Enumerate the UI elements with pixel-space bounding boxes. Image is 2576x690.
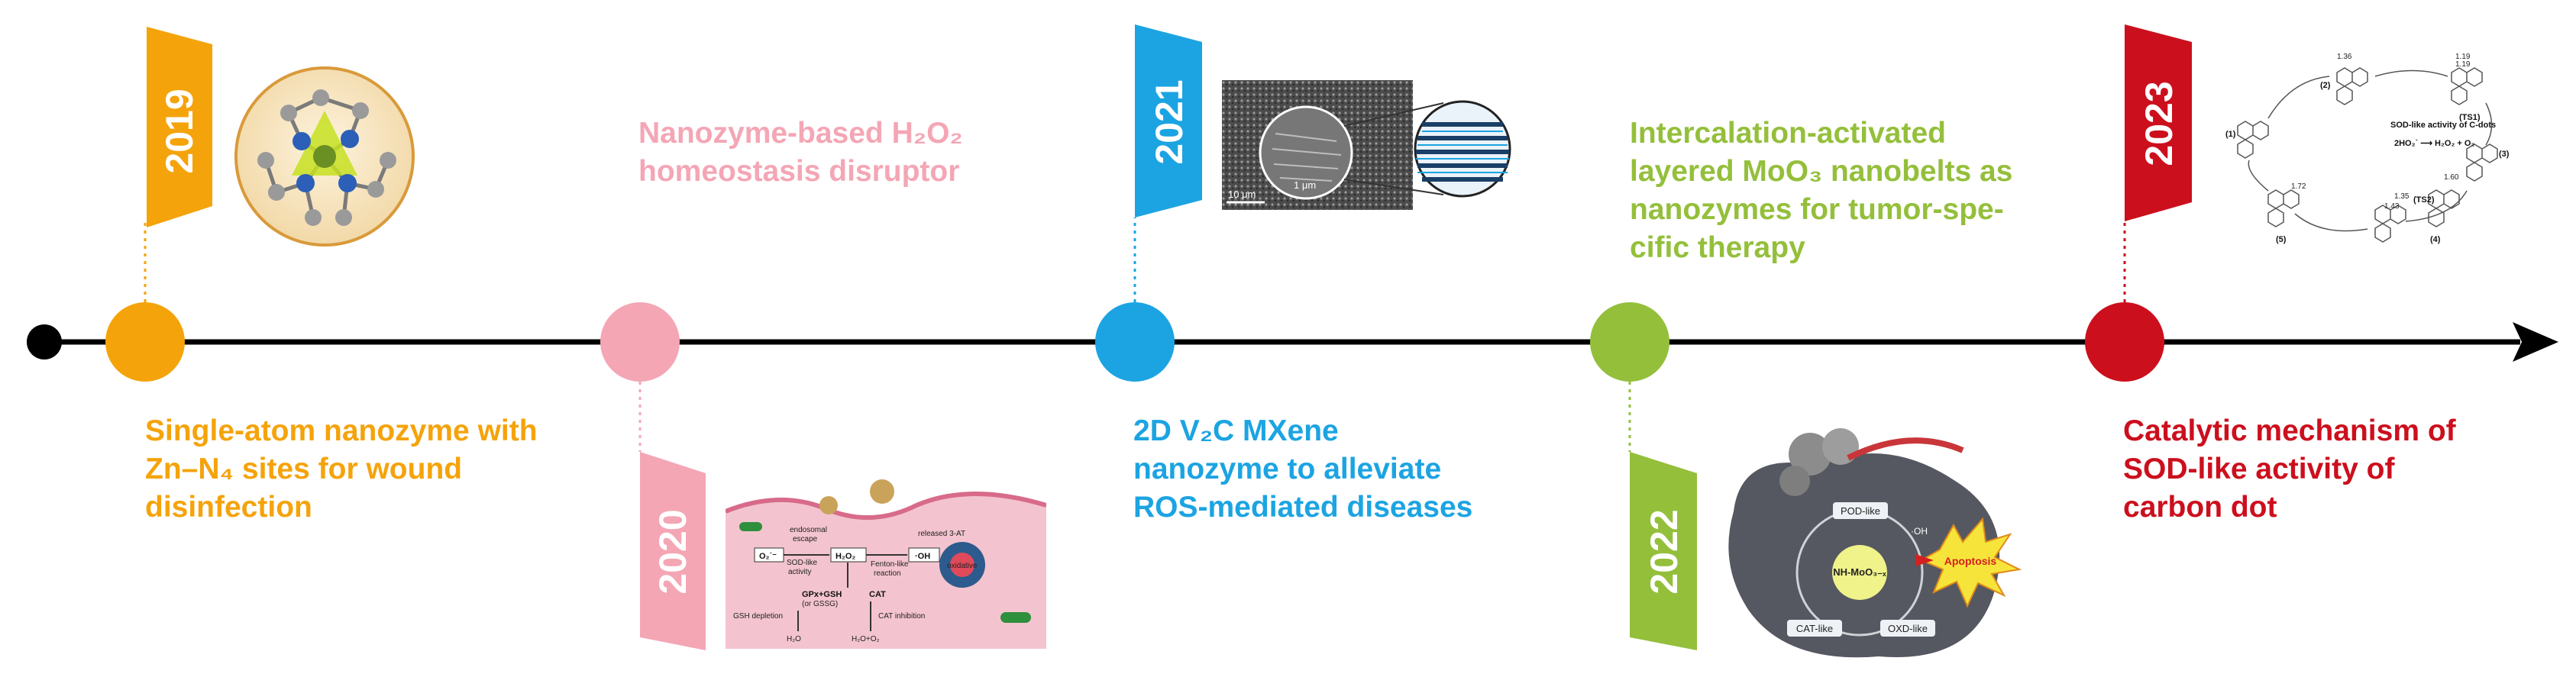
caption-2021-line2: nanozyme to alleviate — [1133, 453, 1442, 485]
panel-2023-cycle: SOD-like activity of C-dots 2HO₂˙ ⟶ H₂O₂… — [2225, 53, 2510, 244]
caption-2020: Nanozyme-based H₂O₂ homeostasis disrupto… — [638, 114, 963, 191]
p2023-ts1: (TS1) — [2459, 113, 2481, 122]
caption-2021-line3: ROS-mediated diseases — [1133, 491, 1473, 524]
caption-2020-line2: homeostasis disruptor — [638, 155, 960, 188]
p2020-inhibition: CAT inhibition — [878, 612, 925, 621]
year-label-2019: 2019 — [158, 89, 201, 173]
p2020-sod: SOD-like — [787, 559, 817, 567]
caption-2022-line1: Intercalation-activated — [1630, 117, 1946, 150]
flag-2023: 2023 — [2125, 24, 2192, 221]
p2020-activity: activity — [788, 568, 812, 576]
p2022-catlike: CAT-like — [1796, 623, 1833, 634]
caption-2019-line3: disinfection — [145, 491, 312, 524]
caption-2019-line1: Single-atom nanozyme with — [145, 414, 538, 447]
p2020-oh: ·OH — [915, 552, 930, 561]
p2020-h2o2: H₂O₂ — [836, 552, 855, 561]
p2023-reaction: 2HO₂˙ ⟶ H₂O₂ + O₂ — [2394, 139, 2474, 148]
p2023-v1: 1.36 — [2337, 53, 2352, 61]
p2020-escape: escape — [793, 535, 818, 543]
p2023-l4: (4) — [2430, 235, 2441, 244]
p2022-center: NH-MoO₃₋ₓ — [1833, 566, 1886, 578]
year-label-2023: 2023 — [2138, 81, 2180, 166]
caption-2020-line1: Nanozyme-based H₂O₂ — [638, 117, 963, 150]
marker-2022 — [1590, 302, 1669, 382]
year-label-2020: 2020 — [651, 509, 694, 594]
p2023-title: SOD-like activity of C-dots — [2390, 121, 2496, 130]
caption-2021: 2D V₂C MXene nanozyme to alleviate ROS-m… — [1133, 412, 1472, 527]
p2023-v7: 1.19 — [2455, 60, 2471, 69]
p2020-endosomal: endosomal — [790, 526, 827, 534]
p2022-pod: POD-like — [1841, 505, 1880, 517]
p2023-v2: 1.19 — [2455, 53, 2471, 61]
marker-2019 — [105, 302, 185, 382]
p2020-reaction: reaction — [874, 569, 901, 578]
caption-2023-line2: SOD-like activity of — [2123, 453, 2395, 485]
year-label-2022: 2022 — [1643, 509, 1686, 594]
caption-2021-line1: 2D V₂C MXene — [1133, 414, 1339, 447]
p2022-oxd: OXD-like — [1888, 623, 1928, 634]
p2020-fenton: Fenton-like — [871, 560, 909, 569]
p2020-oxidative: oxidative — [947, 562, 978, 570]
marker-2020 — [600, 302, 680, 382]
p2020-cat: CAT — [869, 590, 886, 599]
p2020-gpx: GPx+GSH — [802, 590, 842, 599]
p2020-h2oo2: H₂O+O₂ — [852, 635, 880, 643]
panel-2019-molecule — [234, 66, 415, 247]
p2022-apoptosis: Apoptosis — [1944, 555, 1997, 567]
timeline-arrowhead — [2513, 322, 2558, 362]
caption-2022: Intercalation-activated layered MoO₃ nan… — [1630, 114, 2012, 267]
marker-2023 — [2085, 302, 2164, 382]
year-label-2021: 2021 — [1148, 79, 1191, 164]
p2023-v4: 1.35 — [2394, 192, 2410, 201]
caption-2023-line3: carbon dot — [2123, 491, 2277, 524]
timeline-start-dot — [27, 324, 62, 360]
p2023-ts2: (TS2) — [2413, 195, 2435, 205]
flag-2021: 2021 — [1135, 24, 1202, 218]
marker-2021 — [1095, 302, 1175, 382]
p2021-scale-1um: 1 μm — [1294, 179, 1316, 191]
caption-2023: Catalytic mechanism of SOD-like activity… — [2123, 412, 2456, 527]
p2021-scale-10um: 10 μm — [1228, 189, 1256, 200]
caption-2019-line2: Zn–N₄ sites for wound — [145, 453, 463, 485]
p2020-o2: O₂˙⁻ — [759, 552, 777, 561]
p2023-l3: (3) — [2499, 150, 2510, 159]
p2023-v3: 1.72 — [2291, 182, 2306, 191]
p2023-v6: 1.60 — [2444, 173, 2459, 182]
p2023-l2: (2) — [2320, 81, 2331, 90]
p2022-oh: ·OH — [1911, 526, 1928, 537]
p2023-l5: (5) — [2276, 235, 2287, 244]
flag-2022: 2022 — [1630, 452, 1697, 650]
p2020-h2o: H₂O — [787, 635, 801, 643]
caption-2019: Single-atom nanozyme with Zn–N₄ sites fo… — [145, 412, 538, 527]
panel-2021-sem: 10 μm 1 μm — [1222, 80, 1511, 210]
caption-2022-line3: nanozymes for tumor-spe- — [1630, 193, 2004, 226]
caption-2022-line4: cific therapy — [1630, 231, 1805, 264]
caption-2023-line1: Catalytic mechanism of — [2123, 414, 2456, 447]
panel-2020-scheme: O₂˙⁻ endosomal escape released 3-AT SOD-… — [726, 475, 1046, 649]
p2020-released: released 3-AT — [918, 530, 965, 538]
p2023-v5: 1.43 — [2384, 202, 2400, 211]
p2020-depletion: GSH depletion — [733, 612, 783, 621]
caption-2022-line2: layered MoO₃ nanobelts as — [1630, 155, 2013, 188]
flag-2020: 2020 — [640, 452, 706, 650]
p2020-gssg: (or GSSG) — [802, 600, 838, 608]
p2023-l1: (1) — [2225, 130, 2236, 139]
panel-2022-tumor: NH-MoO₃₋ₓ POD-like CAT-like OXD-like ·OH… — [1728, 428, 2022, 658]
flag-2019: 2019 — [147, 27, 212, 227]
